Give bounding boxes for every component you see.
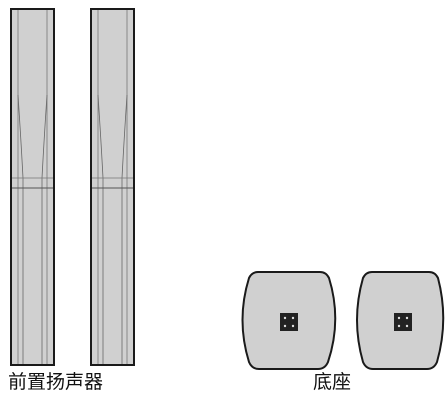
front-speaker-right	[90, 8, 135, 366]
front-speakers-caption: 前置扬声器	[8, 371, 104, 393]
base-caption: 底座	[313, 371, 352, 393]
front-speaker-left	[10, 8, 55, 366]
speaker-base-left	[241, 271, 337, 370]
speaker-base-right	[356, 271, 445, 370]
